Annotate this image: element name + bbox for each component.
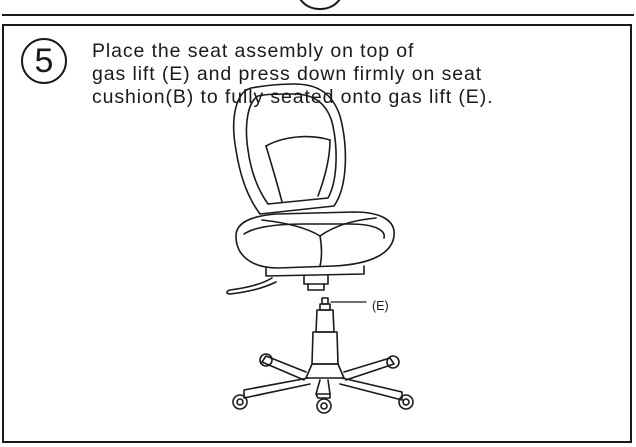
- instruction-line-3: cushion(B) to fully seated onto gas lift…: [92, 86, 494, 108]
- instruction-line-2: gas lift (E) and press down firmly on se…: [92, 63, 483, 85]
- step-number-badge: 5: [21, 38, 67, 84]
- chair-base: [243, 355, 403, 401]
- step-instruction: Place the seat assembly on top of gas li…: [92, 40, 622, 109]
- top-divider-line: [2, 4, 634, 16]
- casters: [232, 353, 414, 414]
- gas-lift: [311, 297, 367, 365]
- seat-assembly: [226, 83, 395, 295]
- instruction-line-1: Place the seat assembly on top of: [92, 40, 415, 62]
- top-border-band: [0, 0, 636, 22]
- chair-assembly-illustration: [226, 83, 414, 414]
- step-panel: 5 Place the seat assembly on top of gas …: [2, 24, 632, 443]
- step-number: 5: [34, 42, 54, 80]
- gas-lift-callout-label: (E): [372, 299, 389, 313]
